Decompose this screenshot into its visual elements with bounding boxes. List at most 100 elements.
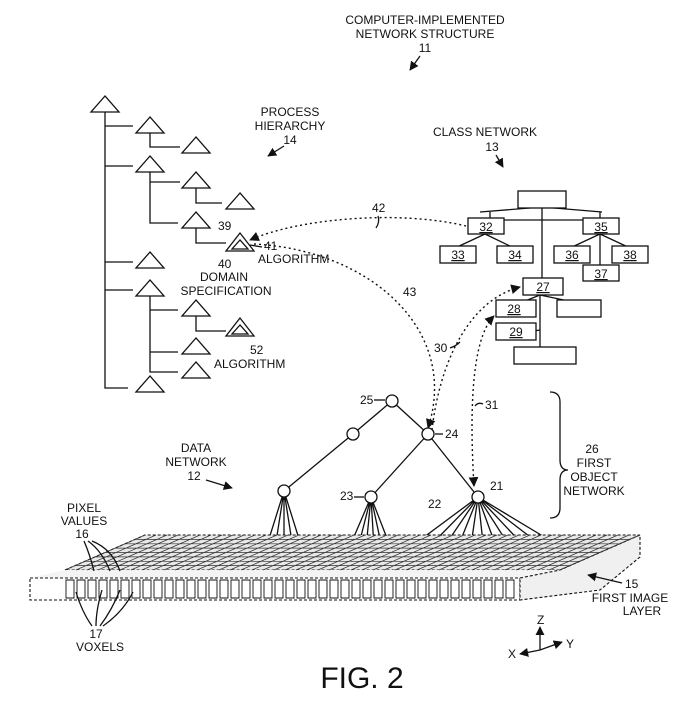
image-layer-line2: LAYER xyxy=(623,604,662,618)
process-triangle xyxy=(180,361,212,379)
process-triangle xyxy=(134,251,166,269)
first-object-network xyxy=(267,394,557,553)
process-triangle xyxy=(134,375,166,393)
process-triangle xyxy=(134,116,166,134)
voxel-front-row xyxy=(65,579,515,599)
voxel-grid xyxy=(64,534,641,571)
axis-y: Y xyxy=(566,637,574,651)
voxels-label: VOXELS xyxy=(76,640,124,654)
ref-25: 25 xyxy=(360,393,374,407)
link-43 xyxy=(253,243,436,429)
class-label-28: 28 xyxy=(507,302,521,316)
object-network-line1: FIRST xyxy=(577,456,612,470)
ref-24: 24 xyxy=(445,427,459,441)
ref-30: 30 xyxy=(434,341,448,355)
image-layer-ref: 15 xyxy=(625,577,639,591)
first-image-layer-slab xyxy=(29,534,641,601)
object-network-bracket xyxy=(549,391,569,519)
class-label-35: 35 xyxy=(594,220,608,234)
ref-52: 52 xyxy=(250,343,264,357)
ref-21: 21 xyxy=(490,479,504,493)
ref-40: 40 xyxy=(218,257,232,271)
axes-indicator xyxy=(519,626,563,657)
ref-23: 23 xyxy=(340,489,354,503)
pixel-values-line1: PIXEL xyxy=(67,501,101,515)
class-label-27: 27 xyxy=(536,280,550,294)
class-network-leader xyxy=(494,154,504,168)
ref-42: 42 xyxy=(372,201,386,215)
class-box-root xyxy=(517,190,567,209)
algorithm-b-label: ALGORITHM xyxy=(214,357,285,371)
class-box-blank-a xyxy=(556,299,602,318)
title-line1: COMPUTER-IMPLEMENTED xyxy=(345,13,505,27)
axis-z: Z xyxy=(537,613,544,627)
title-ref: 11 xyxy=(419,41,432,55)
node-21 xyxy=(471,490,485,504)
class-label-37: 37 xyxy=(594,267,608,281)
class-box-27 xyxy=(522,277,564,296)
process-triangle xyxy=(180,299,212,317)
class-label-34: 34 xyxy=(508,248,522,262)
ref-30-leader xyxy=(449,341,461,349)
object-network-line2: OBJECT xyxy=(570,470,618,484)
ref-31: 31 xyxy=(485,398,499,412)
class-box-32 xyxy=(467,217,505,235)
class-network-ref: 13 xyxy=(485,140,499,154)
process-triangle xyxy=(134,155,166,173)
class-box-36 xyxy=(553,245,591,264)
class-label-36: 36 xyxy=(565,248,579,262)
data-network-ref: 12 xyxy=(187,469,201,483)
class-box-35 xyxy=(582,217,620,235)
ref-22: 22 xyxy=(428,497,442,511)
class-box-33 xyxy=(439,245,477,264)
data-network-line1: DATA xyxy=(181,441,211,455)
domain-spec-line2: SPECIFICATION xyxy=(180,284,271,298)
image-layer-line1: FIRST IMAGE xyxy=(592,591,668,605)
link-31 xyxy=(468,315,495,487)
node-25 xyxy=(385,394,399,408)
pixel-values-ref: 16 xyxy=(75,527,89,541)
link-42 xyxy=(249,216,467,241)
node-unlabeled xyxy=(346,427,360,441)
pixel-values-line2: VALUES xyxy=(61,514,107,528)
node-23 xyxy=(364,490,378,504)
axis-x: X xyxy=(508,647,516,661)
ref-39: 39 xyxy=(218,219,232,233)
class-label-29: 29 xyxy=(509,325,523,339)
ref-41-leader xyxy=(249,244,263,248)
algorithm-triangle-52-inner xyxy=(230,324,250,335)
object-network-ref: 26 xyxy=(585,442,599,456)
ref-42-leader xyxy=(375,215,380,229)
process-triangle xyxy=(180,171,212,189)
class-box-38 xyxy=(611,245,649,264)
process-hierarchy-ref: 14 xyxy=(283,133,297,147)
data-network-leader xyxy=(205,479,233,490)
class-box-34 xyxy=(496,245,534,264)
class-label-32: 32 xyxy=(479,220,493,234)
pixel-values-leaders xyxy=(83,540,121,572)
title-leader xyxy=(409,55,421,71)
process-hierarchy-tree xyxy=(89,95,256,393)
voxels-leaders xyxy=(75,589,134,627)
process-triangle xyxy=(180,136,212,154)
ref-43: 43 xyxy=(403,285,417,299)
class-label-33: 33 xyxy=(451,248,465,262)
object-network-line3: NETWORK xyxy=(563,484,624,498)
process-hierarchy-leader xyxy=(267,145,285,157)
voxels-ref: 17 xyxy=(89,627,103,641)
process-triangle xyxy=(180,337,212,355)
process-hierarchy-line2: HIERARCHY xyxy=(255,119,326,133)
title-line2: NETWORK STRUCTURE xyxy=(356,27,495,41)
class-box-28 xyxy=(495,299,537,318)
class-network-tree: 32 35 33 34 36 38 37 27 28 29 xyxy=(439,190,649,365)
process-triangle xyxy=(224,192,256,210)
domain-spec-line1: DOMAIN xyxy=(200,270,248,284)
class-box-37 xyxy=(582,264,620,282)
node-leaf xyxy=(277,484,291,498)
ref-31-leader xyxy=(474,402,484,407)
algorithm-a-label: ALGORITHM xyxy=(258,252,329,266)
figure-label: FIG. 2 xyxy=(320,662,403,695)
class-label-38: 38 xyxy=(623,248,637,262)
class-box-29 xyxy=(495,322,537,341)
